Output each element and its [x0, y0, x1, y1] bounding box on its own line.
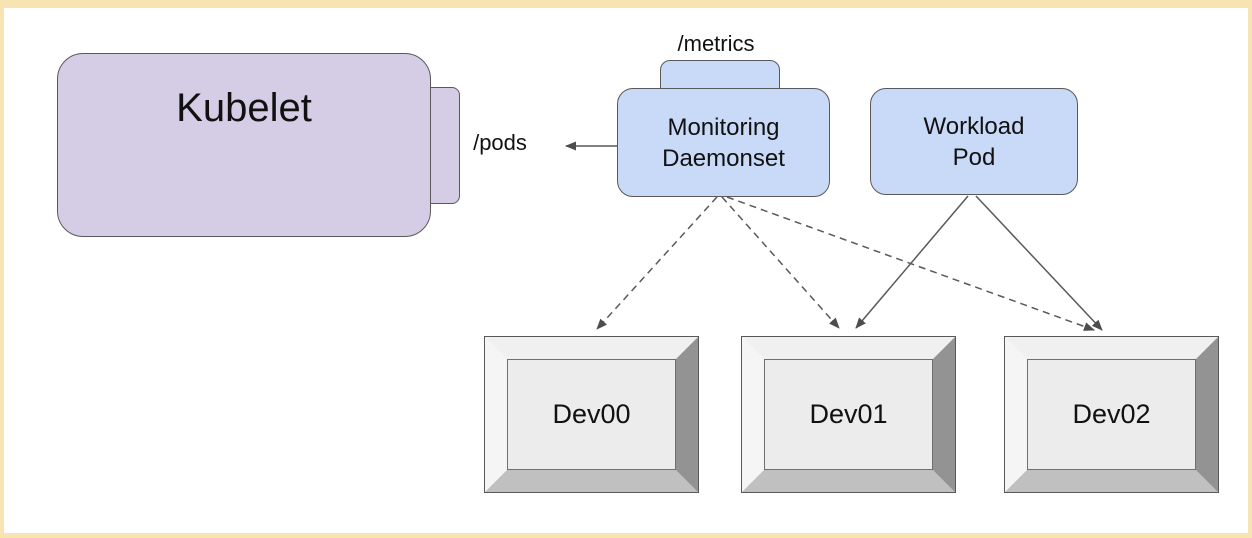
- device-dev00-face: Dev00: [507, 359, 676, 470]
- edge-workload-to-dev02: [975, 195, 1103, 331]
- edge-monitoring-to-dev00: [596, 196, 718, 330]
- device-dev01: Dev01: [741, 336, 956, 493]
- workload-pod-label: Workload Pod: [923, 112, 1025, 171]
- device-dev02-face: Dev02: [1027, 359, 1196, 470]
- metrics-endpoint-label: /metrics: [677, 31, 755, 56]
- monitoring-daemonset-label: Monitoring Daemonset: [662, 113, 785, 172]
- edge-workload-to-dev01: [855, 195, 969, 329]
- workload-pod-node: Workload Pod: [870, 88, 1078, 195]
- edge-monitoring-to-dev01: [721, 196, 840, 329]
- device-dev00-label: Dev00: [552, 399, 631, 429]
- device-dev01-face: Dev01: [764, 359, 933, 470]
- kubelet-node: Kubelet: [57, 53, 431, 237]
- pods-endpoint-label: /pods: [473, 130, 527, 155]
- device-dev01-label: Dev01: [809, 399, 888, 429]
- edge-monitoring-to-dev02: [726, 196, 1095, 331]
- device-dev00: Dev00: [484, 336, 699, 493]
- kubelet-label: Kubelet: [176, 86, 312, 130]
- device-dev02: Dev02: [1004, 336, 1219, 493]
- monitoring-daemonset-node: Monitoring Daemonset: [617, 88, 830, 197]
- device-dev02-label: Dev02: [1072, 399, 1151, 429]
